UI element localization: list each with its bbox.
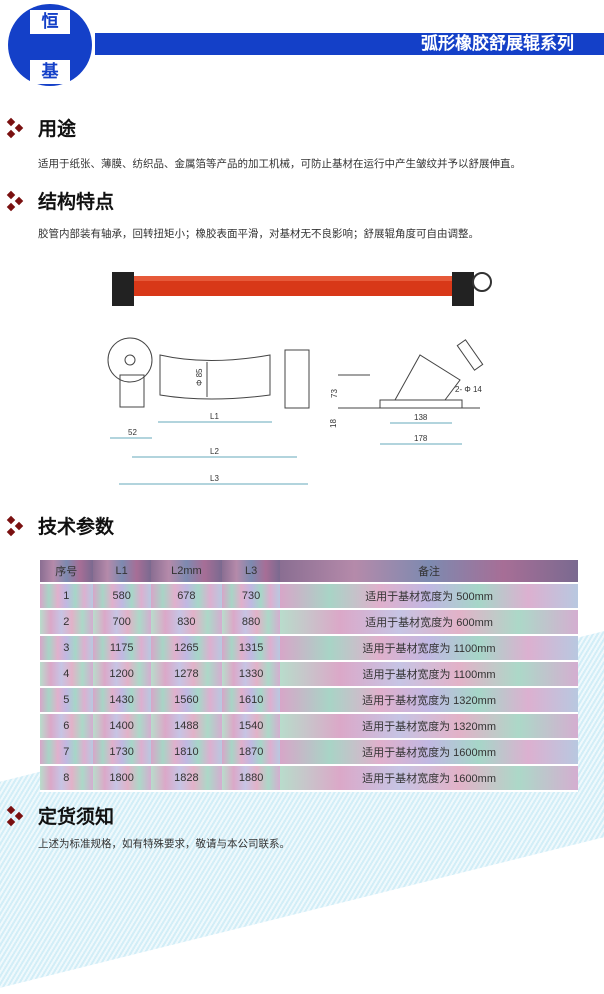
table-cell: 1880 [222, 765, 281, 792]
table-cell: 适用于基材宽度为 1100mm [280, 661, 578, 688]
column-header: 备注 [280, 560, 578, 584]
section-title: 定货须知 [38, 806, 115, 828]
diamond-bullet-icon [6, 117, 26, 138]
dim-178: 178 [414, 434, 428, 443]
table-cell: 830 [150, 609, 223, 636]
column-header: 序号 [40, 560, 93, 584]
table-cell: 1400 [92, 713, 151, 740]
table-cell: 1488 [150, 713, 223, 740]
table-cell: 4 [40, 661, 93, 688]
table-cell: 适用于基材宽度为 1100mm [280, 635, 578, 662]
company-logo: 恒 基 [8, 4, 92, 86]
table-cell: 1800 [92, 765, 151, 792]
diamond-bullet-icon [6, 515, 26, 536]
table-cell: 678 [150, 583, 223, 610]
section-title: 技术参数 [38, 516, 115, 538]
features-text: 胶管内部装有轴承，回转扭矩小；橡胶表面平滑，对基材无不良影响；舒展辊角度可自由调… [38, 228, 479, 240]
table-cell: 880 [222, 609, 281, 636]
table-cell: 适用于基材宽度为 500mm [280, 583, 578, 610]
table-cell: 1265 [150, 635, 223, 662]
usage-text: 适用于纸张、薄膜、纺织品、金属箔等产品的加工机械，可防止基材在运行中产生皱纹并予… [38, 158, 521, 170]
table-cell: 1430 [92, 687, 151, 714]
table-cell: 1330 [222, 661, 281, 688]
column-header: L1 [92, 560, 151, 584]
section-features: 结构特点 [6, 187, 115, 214]
dim-138: 138 [414, 413, 428, 422]
diamond-bullet-icon [6, 805, 26, 826]
section-order: 定货须知 [6, 802, 115, 829]
table-cell: 适用于基材宽度为 1600mm [280, 765, 578, 792]
column-header: L2mm [150, 560, 223, 584]
section-params: 技术参数 [6, 512, 115, 539]
title-band: 弧形橡胶舒展辊系列 [95, 33, 604, 55]
dim-52: 52 [128, 428, 137, 437]
table-cell: 700 [92, 609, 151, 636]
table-cell: 1200 [92, 661, 151, 688]
table-cell: 1730 [92, 739, 151, 766]
column-header: L3 [222, 560, 281, 584]
dim-l1: L1 [210, 412, 219, 421]
table-cell: 8 [40, 765, 93, 792]
table-cell: 5 [40, 687, 93, 714]
table-cell: 适用于基材宽度为 1320mm [280, 713, 578, 740]
table-cell: 2 [40, 609, 93, 636]
table-cell: 1560 [150, 687, 223, 714]
table-cell: 适用于基材宽度为 600mm [280, 609, 578, 636]
section-usage: 用途 [6, 114, 77, 141]
table-cell: 6 [40, 713, 93, 740]
table-cell: 1540 [222, 713, 281, 740]
diamond-bullet-icon [6, 190, 26, 211]
section-title: 用途 [38, 118, 77, 140]
table-cell: 1810 [150, 739, 223, 766]
section-title: 结构特点 [38, 191, 115, 213]
page-title: 弧形橡胶舒展辊系列 [421, 34, 574, 54]
table-cell: 1278 [150, 661, 223, 688]
table-cell: 580 [92, 583, 151, 610]
dim-holes: 2- Φ 14 [455, 385, 482, 394]
table-cell: 3 [40, 635, 93, 662]
dim-18: 18 [329, 419, 338, 428]
dim-diameter: Φ 85 [195, 368, 204, 386]
logo-bottom-char: 基 [30, 60, 70, 84]
dimension-drawing: Φ 85 L1 52 L2 L3 73 18 138 178 2- Φ 14 [107, 337, 484, 485]
table-cell: 适用于基材宽度为 1600mm [280, 739, 578, 766]
dim-73: 73 [330, 389, 339, 398]
table-cell: 1610 [222, 687, 281, 714]
table-cell: 7 [40, 739, 93, 766]
logo-top-char: 恒 [30, 10, 70, 34]
table-cell: 1 [40, 583, 93, 610]
roller-photo [112, 272, 492, 306]
order-text: 上述为标准规格，如有特殊要求，敬请与本公司联系。 [38, 838, 290, 850]
dim-l3: L3 [210, 474, 219, 483]
table-cell: 1828 [150, 765, 223, 792]
table-cell: 适用于基材宽度为 1320mm [280, 687, 578, 714]
table-cell: 1175 [92, 635, 151, 662]
table-cell: 1870 [222, 739, 281, 766]
dim-l2: L2 [210, 447, 219, 456]
table-cell: 730 [222, 583, 281, 610]
table-cell: 1315 [222, 635, 281, 662]
